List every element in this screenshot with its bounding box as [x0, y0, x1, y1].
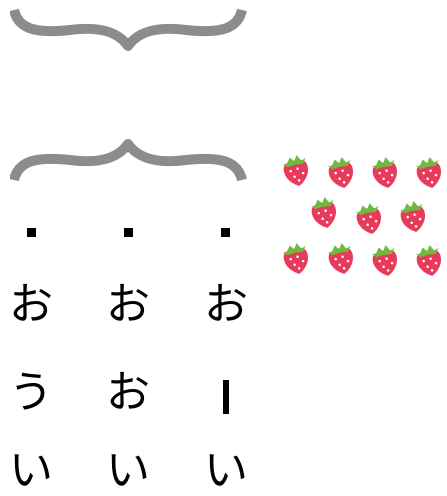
- kana-top: お: [9, 279, 53, 330]
- top-curly-brace: [10, 8, 247, 51]
- kana-middle: お: [106, 367, 150, 418]
- strawberry-icon: [355, 203, 382, 234]
- strawberry-icon: [415, 245, 442, 276]
- strawberry-icon: [371, 245, 398, 276]
- dot-marker: [124, 228, 133, 237]
- strawberry-group: [278, 152, 447, 282]
- kana-middle: う: [9, 367, 53, 418]
- dot-marker: [27, 228, 36, 237]
- strawberry-icon: [327, 243, 354, 274]
- kana-top: お: [204, 279, 248, 330]
- strawberry-icon: [282, 155, 309, 186]
- strawberry-icon: [415, 157, 442, 188]
- strawberry-icon: [371, 157, 398, 188]
- kana-bottom: い: [204, 445, 248, 496]
- dot-marker: [221, 228, 230, 237]
- strawberry-icon: [282, 243, 309, 274]
- kana-bottom: い: [9, 445, 53, 496]
- kana-bottom: い: [106, 445, 150, 496]
- strawberry-icon: [327, 157, 354, 188]
- kana-top: お: [106, 279, 150, 330]
- strawberry-icon: [310, 197, 337, 228]
- strawberry-icon: [399, 201, 426, 232]
- long-vowel-bar: [223, 380, 229, 414]
- bottom-curly-brace: [10, 139, 247, 182]
